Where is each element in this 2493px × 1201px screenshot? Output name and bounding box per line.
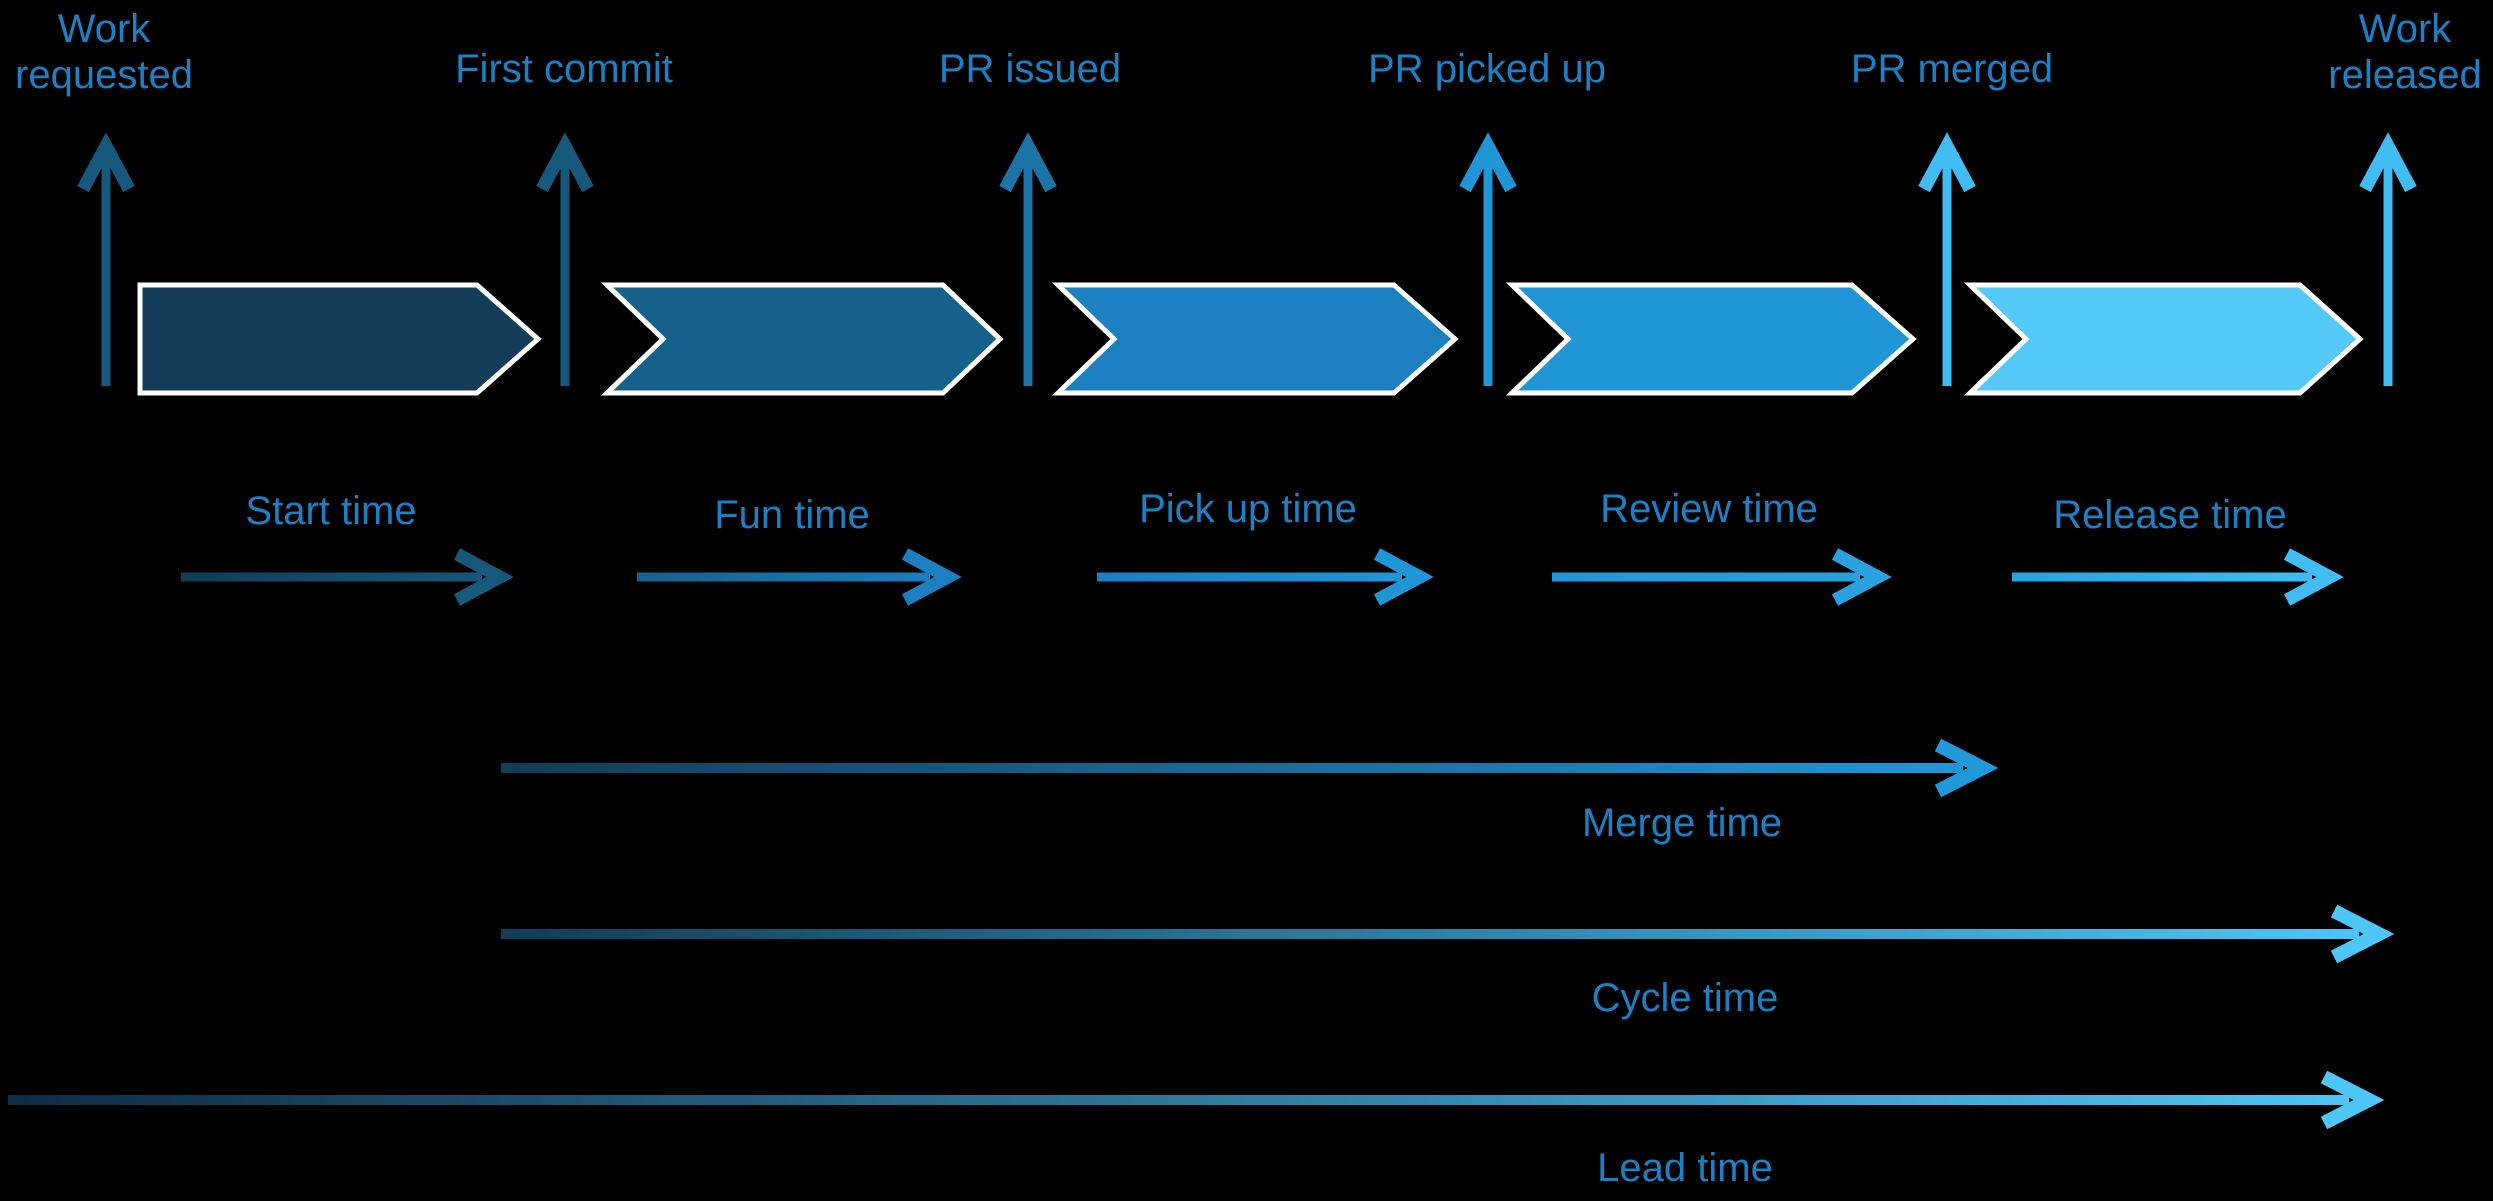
up-arrowhead-icon <box>1918 132 1976 193</box>
stage-chevron-1 <box>137 282 542 396</box>
span-label-fun-time: Fun time <box>714 493 870 537</box>
span-arrow-lead-time <box>8 1070 2385 1130</box>
aggregate-span-arrows <box>8 738 2395 1130</box>
span-arrow-pick-up-time <box>1097 548 1434 606</box>
span-label-lead-time: Lead time <box>1597 1146 1773 1190</box>
stage-span-arrows <box>181 548 2344 606</box>
right-arrowhead-icon <box>901 548 962 606</box>
span-arrow-review-time <box>1552 548 1892 606</box>
right-arrowhead-icon <box>2330 904 2395 964</box>
span-label-start-time: Start time <box>245 489 417 533</box>
milestone-arrows <box>77 132 2417 386</box>
span-arrow-merge-time <box>501 738 1999 798</box>
stage-chevrons <box>137 282 2364 396</box>
right-arrowhead-icon <box>2283 548 2344 606</box>
up-arrowhead-icon <box>999 132 1057 193</box>
right-arrowhead-icon <box>453 548 514 606</box>
stage-chevron-3 <box>1051 282 1459 396</box>
up-arrowhead-icon <box>2359 132 2417 193</box>
right-arrowhead-icon <box>1373 548 1434 606</box>
milestone-label-work-requested: Work requested <box>15 7 193 97</box>
right-arrowhead-icon <box>2320 1070 2385 1130</box>
span-label-release-time: Release time <box>2053 493 2287 537</box>
milestone-arrow-first-commit <box>536 132 594 386</box>
stage-chevron-2 <box>600 282 1004 396</box>
milestone-arrow-pr-picked-up <box>1459 132 1517 386</box>
span-label-pick-up-time: Pick up time <box>1139 487 1357 531</box>
milestone-label-pr-picked-up: PR picked up <box>1368 47 1606 91</box>
milestone-arrow-pr-issued <box>999 132 1057 386</box>
stage-chevron-4 <box>1505 282 1917 396</box>
milestone-arrow-work-released <box>2359 132 2417 386</box>
up-arrowhead-icon <box>77 132 135 193</box>
span-arrow-fun-time <box>637 548 962 606</box>
span-arrow-release-time <box>2012 548 2344 606</box>
span-arrow-cycle-time <box>501 904 2395 964</box>
right-arrowhead-icon <box>1934 738 1999 798</box>
span-label-review-time: Review time <box>1600 487 1818 531</box>
milestone-label-pr-issued: PR issued <box>938 47 1122 91</box>
span-label-cycle-time: Cycle time <box>1591 976 1779 1020</box>
up-arrowhead-icon <box>536 132 594 193</box>
right-arrowhead-icon <box>1831 548 1892 606</box>
up-arrowhead-icon <box>1459 132 1517 193</box>
milestone-arrow-pr-merged <box>1918 132 1976 386</box>
span-arrow-start-time <box>181 548 514 606</box>
milestone-label-first-commit: First commit <box>455 47 673 91</box>
milestone-label-pr-merged: PR merged <box>1850 47 2054 91</box>
milestone-arrow-work-requested <box>77 132 135 386</box>
milestone-label-work-released: Work released <box>2328 7 2482 97</box>
span-label-merge-time: Merge time <box>1581 801 1783 845</box>
stage-chevron-5 <box>1963 282 2364 396</box>
